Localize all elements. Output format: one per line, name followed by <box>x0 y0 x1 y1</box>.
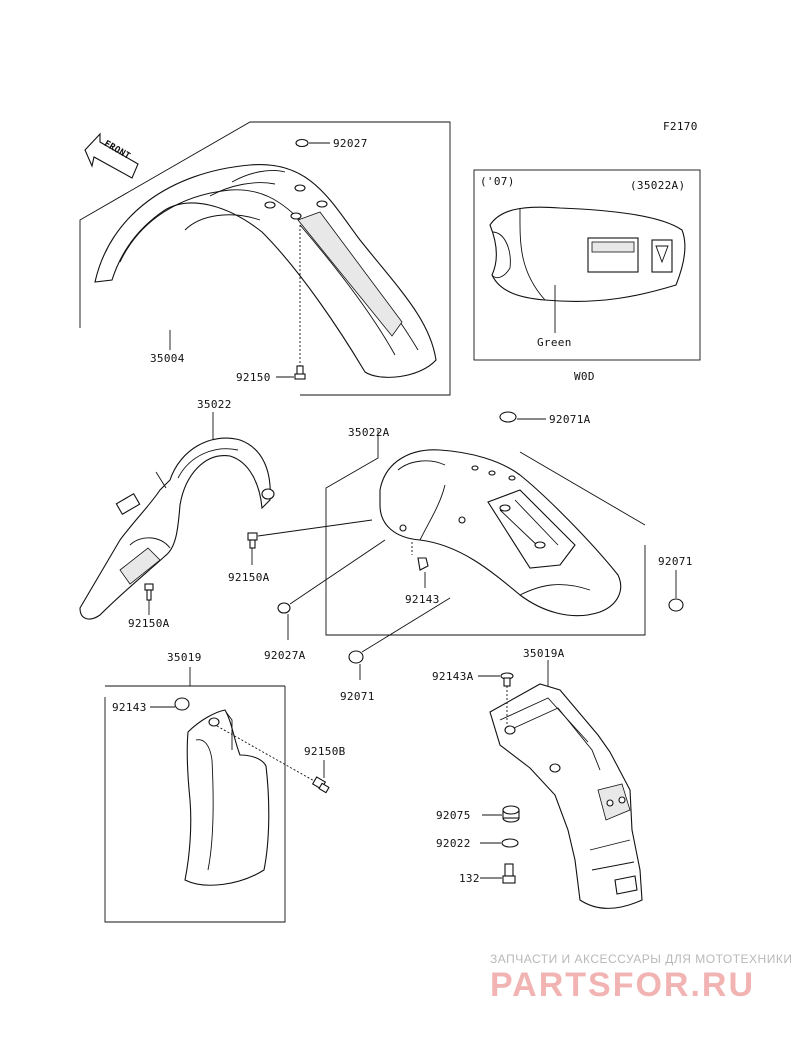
label-35019A: 35019A <box>523 647 565 660</box>
label-35022: 35022 <box>197 398 232 411</box>
grommet-92071-low-icon <box>348 650 364 664</box>
variant-footer: W0D <box>574 370 595 383</box>
fender-bracket-35019A: 35019A <box>489 647 643 909</box>
bolt-92143A-icon <box>500 672 514 725</box>
variant-box: ('07) (35022A) Green <box>473 169 701 361</box>
front-fender-group: FRONT 92027 92150 <box>79 121 451 396</box>
side-cover-35022: 35022 <box>79 398 275 620</box>
bolt-132-icon <box>502 863 516 884</box>
screw-92150B-icon <box>216 725 330 794</box>
rear-fender-35022A: 35022A <box>325 426 646 636</box>
washer-92071A-icon <box>499 411 517 423</box>
washer-92027A-icon <box>277 602 291 614</box>
variant-part: (35022A) <box>630 179 685 192</box>
label-92150: 92150 <box>236 371 271 384</box>
label-92071-low: 92071 <box>340 690 375 703</box>
screw-92150A-left-icon <box>144 583 154 601</box>
label-92071-right: 92071 <box>658 555 693 568</box>
label-92027: 92027 <box>333 137 368 150</box>
grommet-92075-icon <box>502 805 520 823</box>
watermark: ЗАПЧАСТИ И АКСЕССУАРЫ ДЛЯ МОТОТЕХНИКИ PA… <box>490 952 792 1004</box>
label-35022A: 35022A <box>348 426 390 439</box>
washer-92027-icon <box>295 138 309 148</box>
front-arrow-icon: FRONT <box>84 132 139 179</box>
watermark-brand: PARTSFOR.RU <box>490 966 755 1004</box>
label-92022: 92022 <box>436 837 471 850</box>
label-92027A: 92027A <box>264 649 306 662</box>
front-fender-35004 <box>94 164 437 378</box>
label-92143A: 92143A <box>432 670 474 683</box>
label-92143-mid: 92143 <box>405 593 440 606</box>
label-92150A-low: 92150A <box>128 617 170 630</box>
label-92071A: 92071A <box>549 413 591 426</box>
rear-fender-variant-icon <box>489 206 686 302</box>
grommet-92071-right-icon <box>668 598 684 612</box>
washer-92022-icon <box>501 838 519 848</box>
label-35019: 35019 <box>167 651 202 664</box>
label-132: 132 <box>459 872 480 885</box>
mud-flap-35019: 35019 <box>104 651 286 923</box>
screw-92150A-mid-icon <box>247 532 258 549</box>
label-92150A-mid: 92150A <box>228 571 270 584</box>
label-92150B: 92150B <box>304 745 346 758</box>
clip-92143-icon <box>417 557 429 571</box>
variant-year: ('07) <box>480 175 515 188</box>
variant-color: Green <box>537 336 572 349</box>
watermark-subtitle: ЗАПЧАСТИ И АКСЕССУАРЫ ДЛЯ МОТОТЕХНИКИ <box>490 952 792 966</box>
bolt-92150-icon <box>294 225 306 380</box>
label-35004: 35004 <box>150 352 185 365</box>
grommet-92143-left-icon <box>174 697 190 711</box>
diagram-code: F2170 <box>663 120 698 133</box>
label-92075: 92075 <box>436 809 471 822</box>
label-92143-left: 92143 <box>112 701 147 714</box>
